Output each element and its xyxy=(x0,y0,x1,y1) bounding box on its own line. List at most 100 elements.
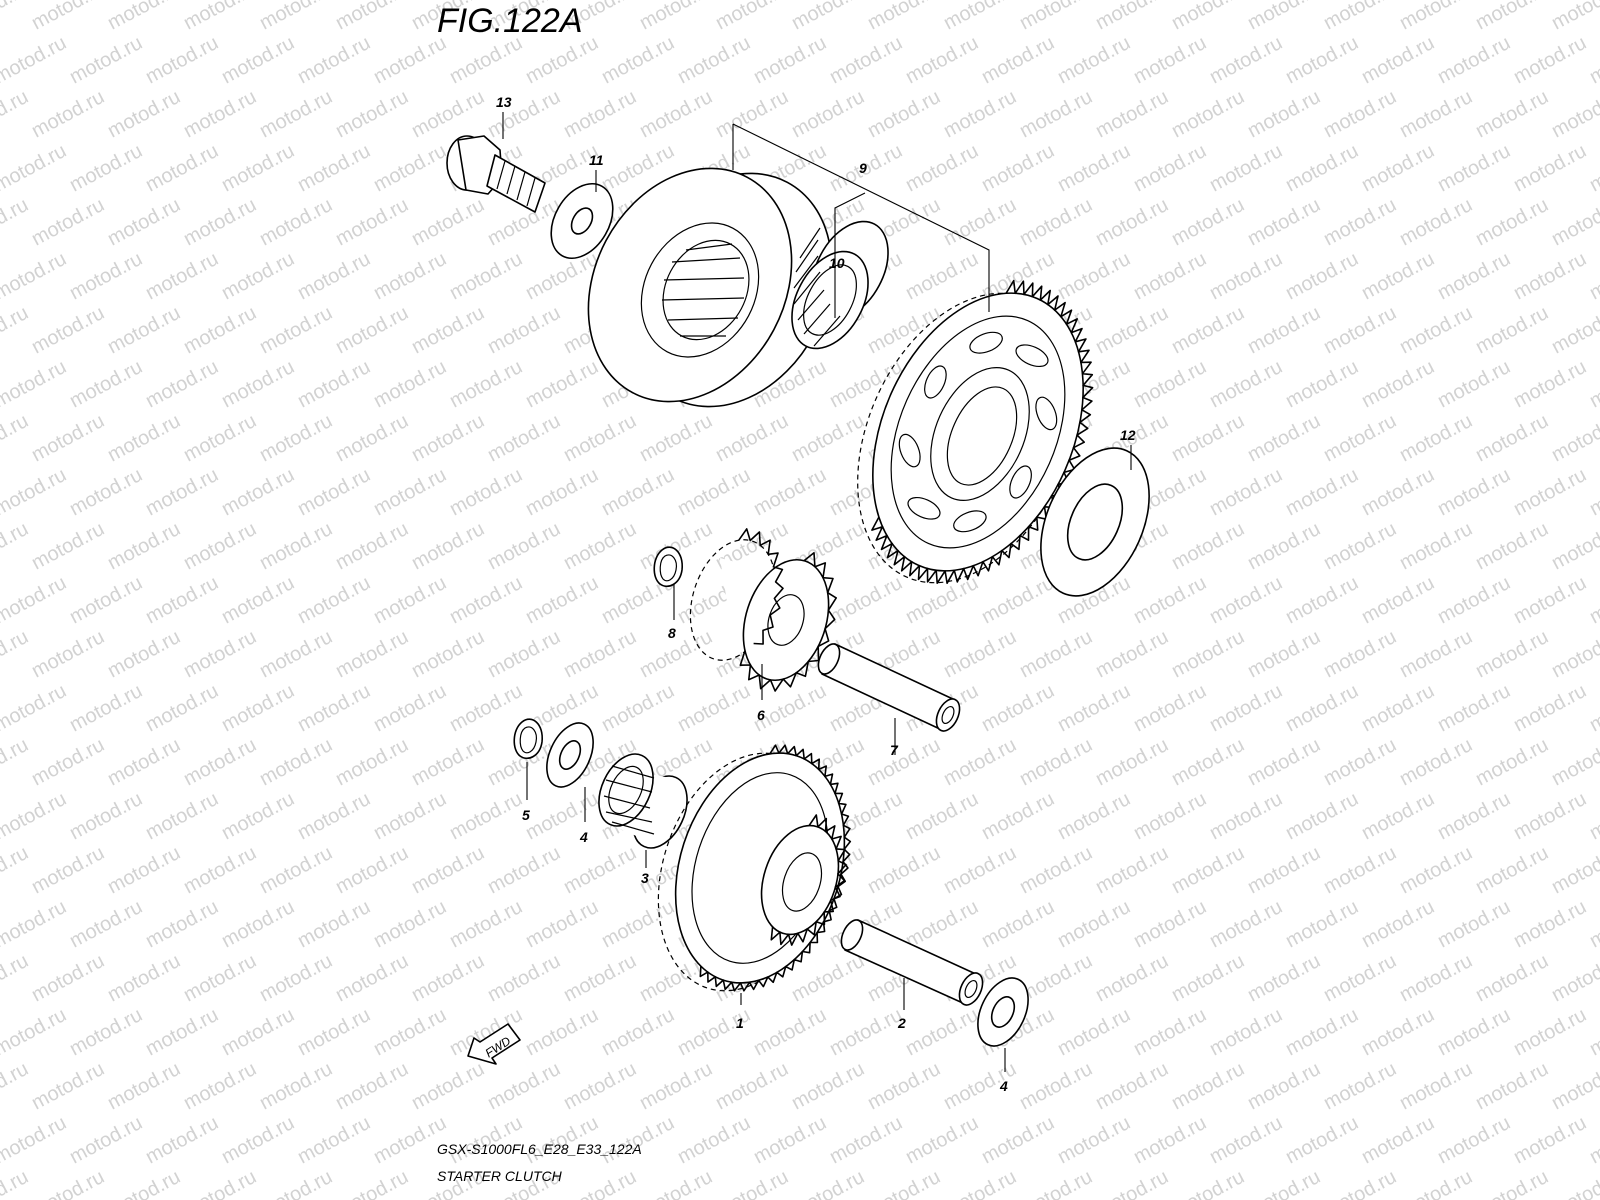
watermark-text: motod.ru xyxy=(1472,0,1552,34)
watermark-text: motod.ru xyxy=(902,1112,982,1168)
watermark-text: motod.ru xyxy=(788,1058,868,1114)
watermark-text: motod.ru xyxy=(978,896,1058,952)
watermark-text: motod.ru xyxy=(332,410,412,466)
watermark-text: motod.ru xyxy=(978,680,1058,736)
watermark-text: motod.ru xyxy=(1510,248,1590,304)
watermark-text: motod.ru xyxy=(1054,1112,1134,1168)
part-2-shaft xyxy=(840,919,984,1006)
watermark-text: motod.ru xyxy=(408,302,488,358)
watermark-text: motod.ru xyxy=(1586,356,1600,412)
watermark-text: motod.ru xyxy=(28,1058,108,1114)
watermark-text: motod.ru xyxy=(750,32,830,88)
part-8-circlip xyxy=(653,546,683,588)
watermark-text: motod.ru xyxy=(750,1004,830,1060)
watermark-text: motod.ru xyxy=(1472,734,1552,790)
watermark-text: motod.ru xyxy=(1548,626,1600,682)
watermark-text: motod.ru xyxy=(294,1004,374,1060)
watermark-text: motod.ru xyxy=(28,626,108,682)
watermark-text: motod.ru xyxy=(1358,32,1438,88)
watermark-text: motod.ru xyxy=(1586,1112,1600,1168)
watermark-text: motod.ru xyxy=(66,1004,146,1060)
watermark-text: motod.ru xyxy=(1130,32,1210,88)
watermark-text: motod.ru xyxy=(142,32,222,88)
watermark-text: motod.ru xyxy=(1396,1058,1476,1114)
watermark-text: motod.ru xyxy=(1434,1112,1514,1168)
watermark-text: motod.ru xyxy=(1168,734,1248,790)
callout-2: 2 xyxy=(897,1015,906,1031)
watermark-text: motod.ru xyxy=(370,788,450,844)
watermark-text: motod.ru xyxy=(484,626,564,682)
watermark-text: motod.ru xyxy=(560,626,640,682)
watermark-text: motod.ru xyxy=(636,1058,716,1114)
watermark-text: motod.ru xyxy=(1358,248,1438,304)
watermark-text: motod.ru xyxy=(788,0,868,34)
watermark-text: motod.ru xyxy=(1472,194,1552,250)
watermark-text: motod.ru xyxy=(1092,734,1172,790)
part-4-washer-upper xyxy=(546,722,594,788)
watermark-text: motod.ru xyxy=(370,896,450,952)
watermark-text: motod.ru xyxy=(28,302,108,358)
watermark-text: motod.ru xyxy=(1472,626,1552,682)
watermark-text: motod.ru xyxy=(1472,1166,1552,1200)
watermark-text: motod.ru xyxy=(864,1166,944,1200)
watermark-text: motod.ru xyxy=(1358,356,1438,412)
watermark-text: motod.ru xyxy=(522,1004,602,1060)
watermark-text: motod.ru xyxy=(1092,86,1172,142)
watermark-text: motod.ru xyxy=(1282,680,1362,736)
watermark-text: motod.ru xyxy=(1434,248,1514,304)
watermark-text: motod.ru xyxy=(294,1112,374,1168)
watermark-text: motod.ru xyxy=(446,896,526,952)
watermark-text: motod.ru xyxy=(522,788,602,844)
watermark-text: motod.ru xyxy=(674,1004,754,1060)
watermark-text: motod.ru xyxy=(370,356,450,412)
watermark-text: motod.ru xyxy=(256,1166,336,1200)
watermark-text: motod.ru xyxy=(408,518,488,574)
watermark-text: motod.ru xyxy=(1206,140,1286,196)
watermark-text: motod.ru xyxy=(1130,896,1210,952)
watermark-text: motod.ru xyxy=(370,1004,450,1060)
watermark-text: motod.ru xyxy=(1396,734,1476,790)
watermark-text: motod.ru xyxy=(1548,518,1600,574)
watermark-text: motod.ru xyxy=(750,464,830,520)
watermark-text: motod.ru xyxy=(28,86,108,142)
watermark-text: motod.ru xyxy=(408,950,488,1006)
watermark-text: motod.ru xyxy=(1168,518,1248,574)
watermark-text: motod.ru xyxy=(1472,1058,1552,1114)
watermark-text: motod.ru xyxy=(1320,626,1400,682)
watermark-text: motod.ru xyxy=(1396,518,1476,574)
watermark-text: motod.ru xyxy=(104,950,184,1006)
watermark-text: motod.ru xyxy=(0,0,32,34)
watermark-text: motod.ru xyxy=(0,356,70,412)
watermark-text: motod.ru xyxy=(1586,248,1600,304)
watermark-text: motod.ru xyxy=(66,248,146,304)
watermark-text: motod.ru xyxy=(332,0,412,34)
watermark-text: motod.ru xyxy=(1282,788,1362,844)
watermark-text: motod.ru xyxy=(1054,140,1134,196)
watermark-text: motod.ru xyxy=(484,950,564,1006)
callout-13: 13 xyxy=(496,94,512,110)
callout-9: 9 xyxy=(859,160,867,176)
watermark-text: motod.ru xyxy=(1320,86,1400,142)
watermark-text: motod.ru xyxy=(522,572,602,628)
watermark-text: motod.ru xyxy=(0,626,32,682)
watermark-text: motod.ru xyxy=(1092,842,1172,898)
watermark-text: motod.ru xyxy=(1206,32,1286,88)
part-10-needle-bearing xyxy=(791,220,889,350)
watermark-text: motod.ru xyxy=(1092,194,1172,250)
watermark-text: motod.ru xyxy=(0,896,70,952)
watermark-text: motod.ru xyxy=(1396,302,1476,358)
watermark-text: motod.ru xyxy=(560,410,640,466)
watermark-text: motod.ru xyxy=(66,572,146,628)
watermark-text: motod.ru xyxy=(522,896,602,952)
watermark-text: motod.ru xyxy=(0,788,70,844)
watermark-text: motod.ru xyxy=(1282,248,1362,304)
watermark-text: motod.ru xyxy=(1434,464,1514,520)
watermark-text: motod.ru xyxy=(180,1166,260,1200)
watermark-text: motod.ru xyxy=(1320,950,1400,1006)
part-12-washer xyxy=(1040,447,1150,597)
watermark-text: motod.ru xyxy=(446,788,526,844)
watermark-text: motod.ru xyxy=(218,680,298,736)
watermark-text: motod.ru xyxy=(1206,680,1286,736)
watermark-text: motod.ru xyxy=(1358,140,1438,196)
watermark-text: motod.ru xyxy=(598,680,678,736)
